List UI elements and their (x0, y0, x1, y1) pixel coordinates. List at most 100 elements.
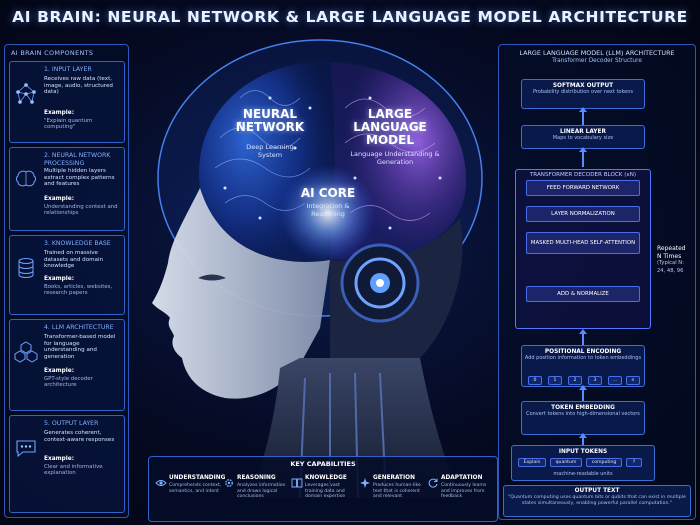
page-title: AI BRAIN: NEURAL NETWORK & LARGE LANGUAG… (12, 8, 688, 26)
component-desc: Receives raw data (text, image, audio, s… (44, 76, 113, 96)
example-label: Example: (44, 196, 75, 202)
gear-icon (225, 479, 233, 487)
component-title: 3. KNOWLEDGE BASE (44, 240, 111, 247)
token-chip: Explain (518, 458, 546, 467)
components-panel: AI BRAIN COMPONENTS 1. INPUT LAYER Recei… (4, 44, 129, 518)
softmax-desc: Probability distribution over next token… (532, 89, 634, 95)
capability-desc: Leverages vast training data and domain … (305, 483, 346, 500)
architecture-title: LARGE LANGUAGE MODEL (LLM) ARCHITECTURE (519, 49, 675, 57)
cycle-icon (428, 478, 438, 488)
position-chip: 0 (528, 376, 542, 385)
component-example: Clear and informative explanation (44, 464, 103, 477)
neural-network-label: NEURAL NETWORK (235, 107, 305, 134)
flow-arrow (579, 147, 587, 167)
component-title: 4. LLM ARCHITECTURE (44, 324, 114, 331)
flow-arrow (579, 329, 587, 345)
ai-head-illustration: NEURAL NETWORK Deep Learning System LARG… (130, 28, 498, 525)
repeat-note: Repeated N Times (Typical N: 24, 48, 96 (657, 245, 697, 275)
capability-name: ADAPTATION (441, 475, 483, 481)
component-title: 2. NEURAL NETWORK PROCESSING (44, 152, 111, 167)
layer-normalization: LAYER NORMALIZATION (526, 206, 640, 222)
capability-desc: Continuously learns and improves from fe… (441, 483, 487, 500)
llm-architecture-panel: LARGE LANGUAGE MODEL (LLM) ARCHITECTURE … (498, 44, 696, 520)
component-example: Understanding context and relationships (44, 204, 118, 217)
position-chip: 2 (568, 376, 582, 385)
capability-desc: Comprehends context, semantics, and inte… (169, 483, 222, 494)
component-example: "Explain quantum computing" (44, 118, 93, 131)
component-title: 1. INPUT LAYER (44, 66, 92, 73)
ai-core-sub: Integration & Reasoning (306, 202, 350, 218)
capability-desc: Produces human-like text that is coheren… (373, 483, 421, 500)
ai-core-label: AI CORE (300, 186, 356, 200)
network-icon (16, 83, 36, 104)
capability-name: GENERATION (373, 475, 415, 481)
embedding-desc: Convert tokens into high-dimensional vec… (526, 411, 640, 417)
component-desc: Transformer-based model for language und… (44, 334, 116, 360)
example-label: Example: (44, 368, 75, 374)
token-chip: ? (626, 458, 642, 467)
component-input-layer: 1. INPUT LAYER Receives raw data (text, … (9, 61, 125, 143)
llm-label: LARGE LANGUAGE MODEL (353, 107, 427, 147)
cubes-icon (14, 341, 38, 363)
example-label: Example: (44, 456, 75, 462)
capability-name: UNDERSTANDING (169, 475, 226, 481)
position-chip: n (626, 376, 640, 385)
chat-icon (16, 440, 36, 458)
architecture-subtitle: Transformer Decoder Structure (552, 58, 642, 64)
softmax-output-box: SOFTMAX OUTPUT Probability distribution … (521, 79, 645, 109)
feed-forward-layer: FEED FORWARD NETWORK (526, 180, 640, 196)
flow-arrow (579, 107, 587, 125)
key-capabilities-panel: KEY CAPABILITIES UNDERSTANDING Comprehen… (148, 456, 498, 522)
llm-sub: Language Understanding & Generation (350, 150, 440, 166)
output-text-title: OUTPUT TEXT (574, 488, 620, 494)
softmax-title: SOFTMAX OUTPUT (552, 83, 614, 89)
capability-name: KNOWLEDGE (305, 475, 347, 481)
capability-desc: Analyzes information and draws logical c… (237, 483, 286, 500)
position-chip: ... (608, 376, 622, 385)
components-heading: AI BRAIN COMPONENTS (11, 49, 94, 57)
decoder-title: TRANSFORMER DECODER BLOCK (xN) (529, 172, 637, 178)
component-desc: Generates coherent, context-aware respon… (44, 430, 115, 443)
capabilities-title: KEY CAPABILITIES (290, 460, 356, 468)
component-example: GPT-style decoder architecture (44, 376, 93, 389)
add-normalize-layer: ADD & NORMALIZE (526, 286, 640, 302)
head-silhouette (152, 39, 483, 499)
brain-icon (16, 170, 36, 187)
repeat-line: Repeated (657, 245, 686, 252)
spark-icon (360, 478, 370, 488)
component-output-layer: 5. OUTPUT LAYER Generates coherent, cont… (9, 415, 125, 513)
component-example: Books, articles, websites, research pape… (44, 284, 113, 297)
linear-desc: Maps to vocabulary size (552, 135, 614, 141)
input-tokens-title: INPUT TOKENS (558, 449, 608, 455)
flow-arrow (579, 385, 587, 401)
positional-desc: Add position information to token embedd… (524, 355, 642, 361)
component-knowledge-base: 3. KNOWLEDGE BASE Trained on massive dat… (9, 235, 125, 315)
token-embedding-box: TOKEN EMBEDDING Convert tokens into high… (521, 401, 645, 435)
repeat-line: 24, 48, 96 (657, 267, 684, 274)
repeat-line: (Typical N: (657, 260, 684, 266)
neural-network-sub: Deep Learning System (246, 143, 294, 159)
component-neural-network: 2. NEURAL NETWORK PROCESSING Multiple hi… (9, 147, 125, 231)
transformer-decoder-block: TRANSFORMER DECODER BLOCK (xN) FEED FORW… (515, 169, 651, 329)
output-text-box: OUTPUT TEXT "Quantum computing uses quan… (503, 485, 691, 517)
positional-encoding-box: POSITIONAL ENCODING Add position informa… (521, 345, 645, 387)
token-chip: computing (586, 458, 622, 467)
example-label: Example: (44, 110, 75, 116)
component-desc: Trained on massive datasets and domain k… (44, 250, 104, 270)
embedding-title: TOKEN EMBEDDING (551, 405, 615, 411)
database-icon (18, 258, 34, 279)
input-tokens-box: INPUT TOKENS Explain quantum computing ?… (511, 445, 655, 481)
example-label: Example: (44, 276, 75, 282)
component-llm-architecture: 4. LLM ARCHITECTURE Transformer-based mo… (9, 319, 125, 411)
component-title: 5. OUTPUT LAYER (44, 420, 99, 427)
book-icon (291, 478, 303, 488)
position-chip: 3 (588, 376, 602, 385)
capability-name: REASONING (237, 475, 276, 481)
positional-title: POSITIONAL ENCODING (544, 349, 622, 355)
output-text-desc: "Quantum computing uses quantum bits or … (508, 495, 686, 506)
flow-arrow (579, 433, 587, 445)
token-chip: quantum (550, 458, 582, 467)
input-tokens-desc: machine-readable units (553, 471, 613, 477)
masked-attention-layer: MASKED MULTI-HEAD SELF-ATTENTION (526, 232, 640, 254)
eye-icon (155, 480, 167, 486)
